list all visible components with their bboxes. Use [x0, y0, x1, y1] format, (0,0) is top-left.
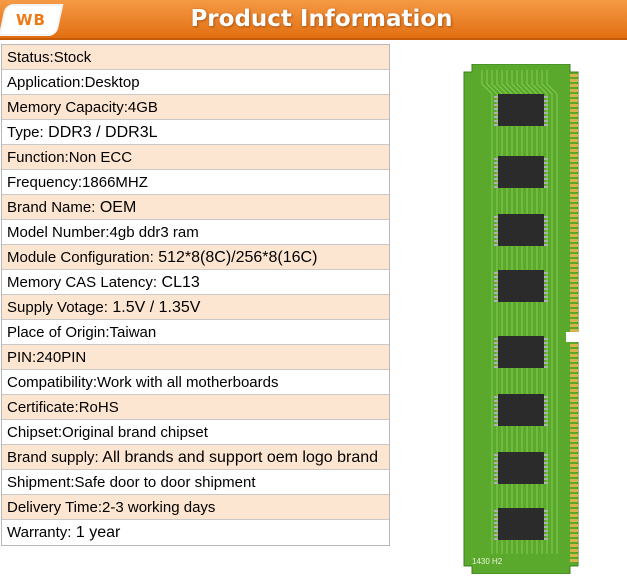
spec-row: Module Configuration: 512*8(8C)/256*8(16… — [2, 245, 389, 270]
spec-value: 1.5V / 1.35V — [107, 299, 201, 316]
header-banner: WB Product Information — [0, 0, 627, 40]
spec-value: CL13 — [157, 274, 200, 291]
spec-value: 512*8(8C)/256*8(16C) — [153, 249, 318, 266]
spec-label: Status: — [7, 49, 54, 66]
memory-chip — [498, 394, 544, 426]
spec-row: Status:Stock — [2, 45, 389, 70]
spec-row: Certificate:RoHS — [2, 395, 389, 420]
spec-label: Memory CAS Latency: — [7, 274, 158, 291]
spec-label: Place of Origin: — [7, 324, 110, 341]
spec-row: Brand Name: OEM — [2, 195, 389, 220]
memory-chip — [498, 336, 544, 368]
spec-row: Compatibility:Work with all motherboards — [2, 370, 389, 395]
spec-row: Shipment:Safe door to door shipment — [2, 470, 389, 495]
memory-chip — [498, 270, 544, 302]
spec-value: 4GB — [127, 99, 158, 116]
spec-label: Delivery Time: — [7, 499, 103, 516]
spec-row: Warranty: 1 year — [2, 520, 389, 545]
spec-label: Certificate: — [7, 399, 79, 416]
spec-value: 4gb ddr3 ram — [109, 224, 199, 241]
spec-row: Memory Capacity:4GB — [2, 95, 389, 120]
spec-value: OEM — [95, 199, 137, 216]
spec-row: Memory CAS Latency: CL13 — [2, 270, 389, 295]
spec-row: Function:Non ECC — [2, 145, 389, 170]
spec-label: Supply Votage: — [7, 299, 108, 316]
spec-row: Type: DDR3 / DDR3L — [2, 120, 389, 145]
ram-module-image: 1430 H2 — [462, 63, 580, 575]
spec-label: Brand Name: — [7, 199, 96, 216]
spec-label: Type: — [7, 124, 44, 141]
spec-value: 2-3 working days — [102, 499, 216, 516]
spec-label: Model Number: — [7, 224, 110, 241]
spec-label: PIN: — [7, 349, 37, 366]
page-title: Product Information — [190, 6, 453, 32]
spec-value: Non ECC — [68, 149, 133, 166]
spec-label: Memory Capacity: — [7, 99, 128, 116]
spec-value: RoHS — [78, 399, 119, 416]
spec-label: Chipset: — [7, 424, 63, 441]
ram-board-label: 1430 H2 — [472, 557, 503, 566]
spec-value: All brands and support oem logo brand — [98, 449, 379, 466]
spec-row: Supply Votage: 1.5V / 1.35V — [2, 295, 389, 320]
spec-row: Place of Origin:Taiwan — [2, 320, 389, 345]
spec-value: 1 year — [71, 524, 121, 541]
spec-row: Application:Desktop — [2, 70, 389, 95]
spec-value: Desktop — [84, 74, 140, 91]
spec-row: Brand supply: All brands and support oem… — [2, 445, 389, 470]
ram-module-illustration: 1430 H2 — [463, 63, 580, 575]
spec-label: Module Configuration: — [7, 249, 154, 266]
spec-label: Frequency: — [7, 174, 83, 191]
memory-chip — [498, 94, 544, 126]
spec-label: Shipment: — [7, 474, 75, 491]
memory-chip — [498, 214, 544, 246]
spec-value: Work with all motherboards — [97, 374, 279, 391]
spec-value: Original brand chipset — [62, 424, 208, 441]
spec-row: Frequency:1866MHZ — [2, 170, 389, 195]
memory-chip — [498, 452, 544, 484]
spec-label: Brand supply: — [7, 449, 99, 466]
memory-chip — [498, 508, 544, 540]
spec-value: DDR3 / DDR3L — [43, 124, 158, 141]
spec-value: 240PIN — [36, 349, 87, 366]
spec-label: Compatibility: — [7, 374, 98, 391]
spec-label: Function: — [7, 149, 69, 166]
spec-value: 1866MHZ — [82, 174, 148, 191]
memory-chip — [498, 156, 544, 188]
spec-row: PIN:240PIN — [2, 345, 389, 370]
spec-label: Warranty: — [7, 524, 72, 541]
spec-label: Application: — [7, 74, 85, 91]
spec-row: Delivery Time:2-3 working days — [2, 495, 389, 520]
spec-row: Model Number:4gb ddr3 ram — [2, 220, 389, 245]
spec-value: Taiwan — [109, 324, 157, 341]
spec-value: Stock — [53, 49, 92, 66]
spec-value: Safe door to door shipment — [74, 474, 256, 491]
spec-row: Chipset:Original brand chipset — [2, 420, 389, 445]
